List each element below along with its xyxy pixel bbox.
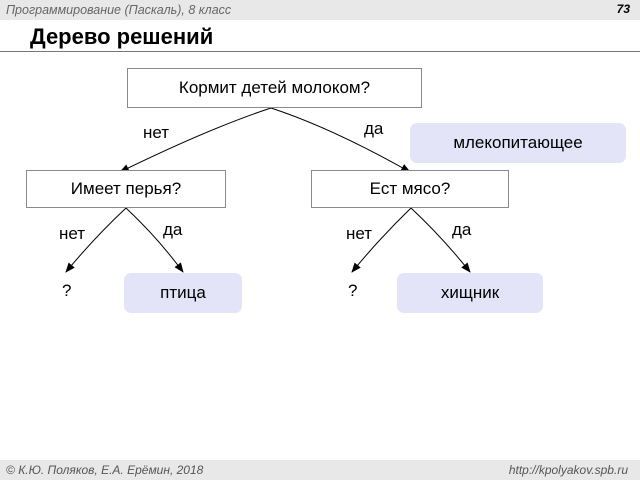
page-number: 73 (616, 2, 630, 16)
result-mammal: млекопитающее (410, 123, 626, 163)
edge-root-no (119, 107, 272, 173)
copyright-icon: © (6, 463, 15, 477)
footer-bar: © К.Ю. Поляков, Е.А. Ерёмин, 2018 http:/… (0, 460, 640, 480)
course-title: Программирование (Паскаль), 8 класс (6, 3, 232, 17)
edge-left-no (65, 207, 127, 273)
edge-right-no (351, 207, 412, 273)
question-feathers: Имеет перья? (26, 170, 226, 208)
edge-right-yes (410, 207, 471, 273)
unknown-left: ? (62, 281, 72, 300)
label-no-root: нет (143, 123, 170, 142)
question-meat: Ест мясо? (311, 170, 509, 208)
unknown-right: ? (348, 281, 358, 300)
label-yes-root: да (364, 119, 384, 138)
result-bird: птица (124, 273, 242, 313)
result-predator: хищник (397, 273, 543, 313)
site-url: http://kpolyakov.spb.ru (508, 463, 628, 477)
root-question: Кормит детей молоком? (127, 68, 422, 108)
label-no-left: нет (59, 224, 86, 243)
label-yes-left: да (163, 220, 183, 239)
label-no-right: нет (346, 224, 373, 243)
header-bar: Программирование (Паскаль), 8 класс 73 (0, 0, 640, 20)
slide-title: Дерево решений (30, 24, 214, 49)
title-divider (0, 51, 640, 52)
edge-left-yes (125, 207, 184, 273)
edge-root-yes (270, 107, 411, 173)
copyright-text: © К.Ю. Поляков, Е.А. Ерёмин, 2018 (6, 463, 203, 477)
copyright-authors: К.Ю. Поляков, Е.А. Ерёмин, 2018 (18, 463, 204, 477)
label-yes-right: да (452, 220, 472, 239)
